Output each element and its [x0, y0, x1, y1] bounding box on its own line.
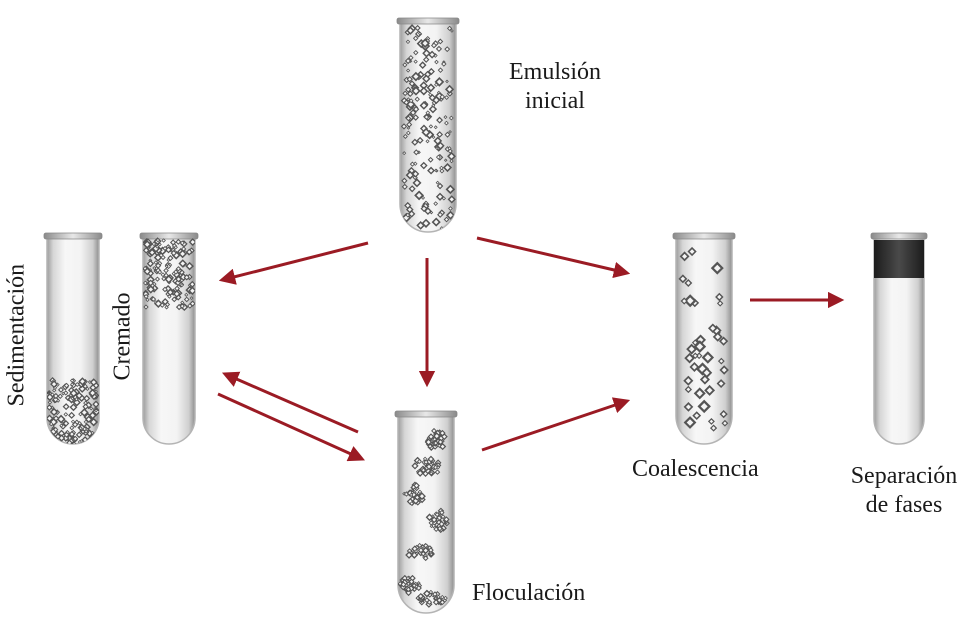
droplet	[165, 265, 168, 268]
tube-creaming	[140, 233, 198, 444]
arrow-flocculation-to-coalescence	[482, 401, 627, 450]
droplet	[430, 525, 433, 528]
droplet	[449, 131, 452, 134]
tube-rim	[140, 233, 198, 239]
droplet	[451, 30, 454, 33]
label-coalescence: Coalescencia	[632, 455, 759, 484]
tube-phase-separation	[871, 233, 927, 444]
droplet	[411, 491, 413, 493]
droplet	[95, 409, 98, 412]
tube-rim	[673, 233, 735, 239]
droplet	[88, 381, 91, 384]
droplet	[444, 159, 446, 161]
tube-coalescence	[673, 233, 735, 444]
droplet	[87, 441, 91, 445]
droplet	[417, 582, 420, 585]
separated-oil-layer	[874, 240, 924, 278]
tube-rim	[395, 411, 457, 417]
tube-initial-emulsion	[397, 18, 459, 232]
label-initial-line2: inicial	[490, 87, 620, 116]
droplet	[435, 169, 437, 171]
droplet	[82, 443, 85, 446]
droplet	[421, 545, 424, 548]
tube-rim	[44, 233, 102, 239]
tube-rim	[871, 233, 927, 239]
droplet	[436, 147, 439, 150]
droplet	[62, 392, 65, 395]
label-initial-emulsion: Emulsión inicial	[490, 58, 620, 116]
droplet	[438, 91, 441, 94]
arrow-to-creaming	[222, 243, 368, 280]
arrow-to-coalescence	[477, 238, 627, 273]
droplet	[154, 301, 157, 304]
droplet	[419, 32, 422, 35]
droplet	[401, 223, 407, 229]
label-sedimentation: Sedimentación	[3, 267, 32, 407]
tube-sedimentation	[44, 233, 102, 447]
label-flocculation: Floculación	[472, 579, 585, 608]
label-initial-line1: Emulsión	[490, 58, 620, 87]
droplet	[190, 297, 193, 300]
droplet	[92, 442, 95, 445]
droplet	[446, 80, 449, 83]
droplet	[407, 127, 410, 130]
tube-rim	[397, 18, 459, 24]
arrows	[218, 238, 841, 459]
label-separation-line1: Separación	[836, 462, 972, 491]
label-phase-separation: Separación de fases	[836, 462, 972, 520]
tube-flocculation	[395, 411, 457, 613]
label-separation-line2: de fases	[836, 491, 972, 520]
droplet	[430, 211, 433, 214]
droplet	[434, 597, 437, 600]
droplet	[71, 397, 74, 400]
label-creaming: Cremado	[109, 292, 138, 382]
arrow-flocculation-to-creaming	[225, 374, 358, 432]
